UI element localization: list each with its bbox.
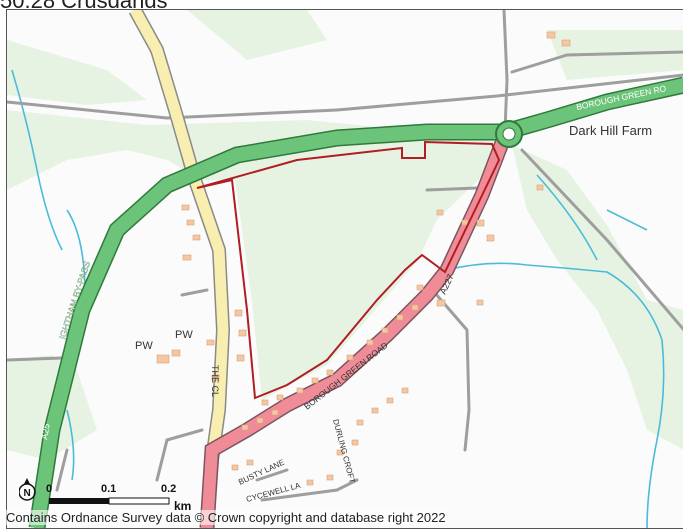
a-road-a25 <box>28 76 683 528</box>
copyright-notice: Contains Ordnance Survey data © Crown co… <box>6 510 446 525</box>
tracks <box>7 10 683 502</box>
place-label-dark-hill-farm: Dark Hill Farm <box>569 123 653 138</box>
north-arrow-icon: N <box>18 478 36 501</box>
road-label-the-close: THE CL <box>210 365 220 397</box>
road-label-cycewell: CYCEWELL LA <box>245 481 302 504</box>
scale-bar: N 0 0.1 0.2 km <box>18 478 219 518</box>
map-canvas: IGHTHAM BY-PASS A25 BOROUGH GREEN ROAD B… <box>7 10 683 528</box>
place-label-pw-2: PW <box>175 329 193 341</box>
buildings <box>156 31 571 486</box>
scale-tick-1: 0.1 <box>101 483 116 495</box>
road-label-durling: DURLING CROFT <box>331 418 357 484</box>
woodland-areas <box>7 10 683 460</box>
road-label-a25: A25 <box>39 423 52 441</box>
north-letter: N <box>24 488 31 499</box>
scale-tick-2: 0.2 <box>161 483 176 495</box>
map-frame[interactable]: IGHTHAM BY-PASS A25 BOROUGH GREEN ROAD B… <box>6 9 683 529</box>
scale-unit: km <box>174 499 191 513</box>
site-boundary <box>196 140 501 400</box>
place-label-pw-1: PW <box>135 340 153 352</box>
scale-tick-0: 0 <box>46 483 52 495</box>
